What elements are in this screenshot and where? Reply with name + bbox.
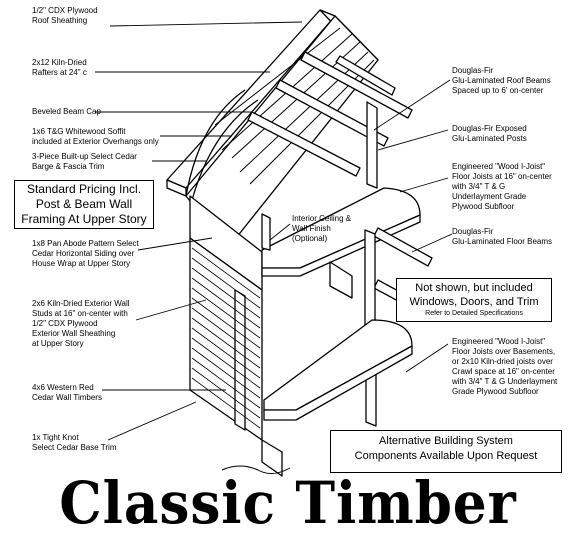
alternative-system-box: Alternative Building System Components A… xyxy=(330,430,562,473)
label-glulam-posts: Douglas-Fir Exposed Glu-Laminated Posts xyxy=(452,124,527,143)
soffit-curve xyxy=(185,89,246,197)
siding-lines xyxy=(191,247,261,429)
standard-pricing-box: Standard Pricing Incl. Post & Beam Wall … xyxy=(14,180,154,229)
roof-beam-top xyxy=(335,55,396,96)
label-rafters: 2x12 Kiln-Dried Rafters at 24" c xyxy=(32,58,87,77)
label-barge-fascia: 3-Piece Built-up Select Cedar Barge & Fa… xyxy=(32,152,137,171)
label-base-trim: 1x Tight Knot Select Cedar Base Trim xyxy=(32,433,117,452)
label-roof-beams: Douglas-Fir Glu-Laminated Roof Beams Spa… xyxy=(452,66,551,95)
label-floor-beams: Douglas-Fir Glu-Laminated Floor Beams xyxy=(452,227,553,246)
leader-lines xyxy=(95,21,453,441)
ground-line xyxy=(221,465,291,474)
label-beam-cap: Beveled Beam Cap xyxy=(32,107,101,116)
label-wall-timbers: 4x6 Western Red Cedar Wall Timbers xyxy=(32,383,102,402)
label-lower-floor-joists: Engineered "Wood I-Joist" Floor Joists o… xyxy=(452,337,558,396)
not-shown-box: Not shown, but included Windows, Doors, … xyxy=(396,278,552,322)
floor-beam-1 xyxy=(373,227,433,267)
roof-beam-2 xyxy=(275,79,389,147)
label-soffit: 1x6 T&G Whitewood Soffit included at Ext… xyxy=(32,127,159,146)
label-siding: 1x8 Pan Abode Pattern Select Cedar Horiz… xyxy=(32,239,139,268)
label-upper-floor-joists: Engineered "Wood I-Joist" Floor Joists a… xyxy=(452,162,552,211)
roof-beam-3 xyxy=(247,111,361,177)
floor-beam-2 xyxy=(329,261,353,299)
label-interior-finish: Interior Ceiling & Wall Finish (Optional… xyxy=(292,214,352,243)
footer-title: Classic Timber xyxy=(59,469,517,537)
foundation xyxy=(261,439,283,477)
glulam-post-upper-left xyxy=(261,213,271,251)
label-wall-studs: 2x6 Kiln-Dried Exterior Wall Studs at 16… xyxy=(32,299,130,348)
roof-beam-1 xyxy=(300,51,413,119)
label-roof-sheathing: 1/2" CDX Plywood Roof Sheathing xyxy=(32,6,98,25)
glulam-post-upper-right xyxy=(366,101,378,189)
